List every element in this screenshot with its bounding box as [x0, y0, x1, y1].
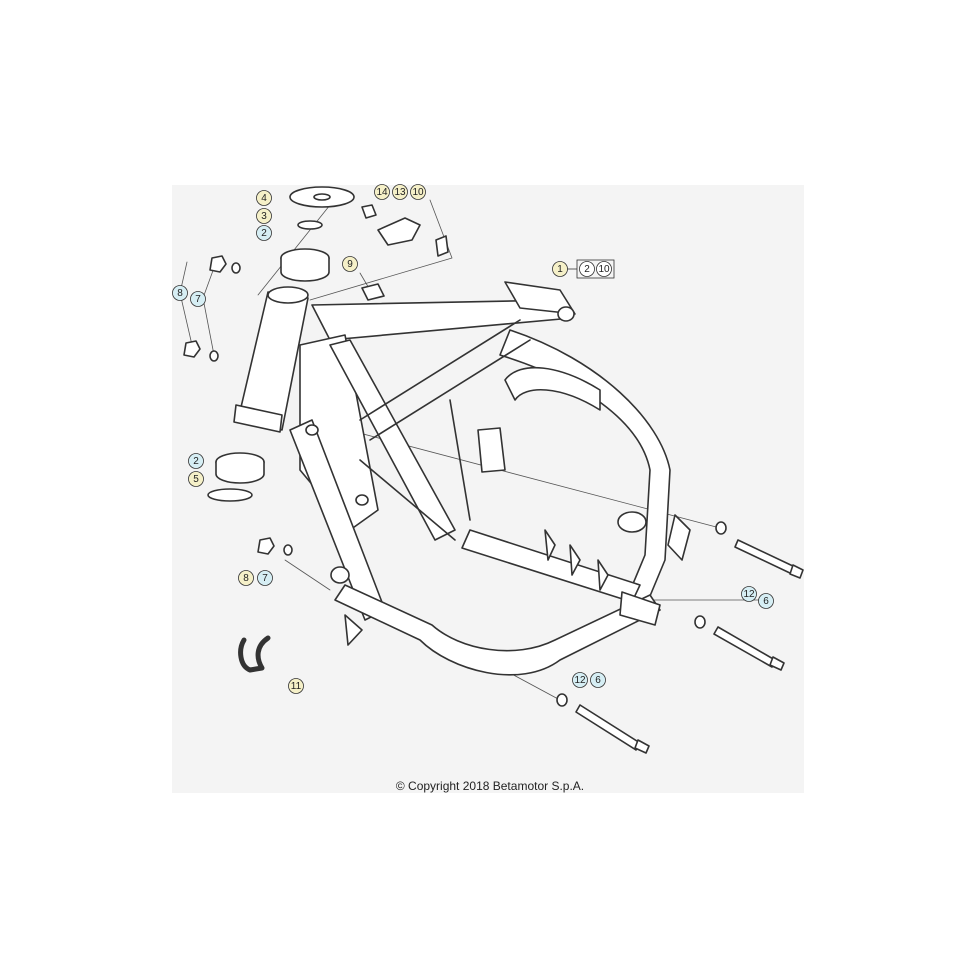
callout-circle [741, 586, 757, 602]
callout-circle [188, 471, 204, 487]
callout-label: 13 [394, 187, 406, 198]
callout-circle [579, 261, 595, 277]
ring [297, 220, 323, 230]
callout-label: 7 [195, 294, 201, 305]
callout-circle [342, 256, 358, 272]
callout-label: 6 [595, 675, 601, 686]
callout-circle [256, 190, 272, 206]
callout-circle [288, 678, 304, 694]
clip [361, 283, 385, 301]
callout-4: 4 [256, 190, 272, 206]
callout-8: 8 [172, 285, 188, 301]
callout-2: 2 [188, 453, 204, 469]
bracket [377, 217, 421, 246]
callout-12: 12 [572, 672, 588, 688]
callout-label: 12 [574, 675, 586, 686]
bolt [734, 539, 796, 575]
callout-label: 9 [347, 259, 353, 270]
callout-2: 2 [579, 261, 595, 277]
callout-circle [590, 672, 606, 688]
callout-12: 12 [741, 586, 757, 602]
callout-label: 2 [261, 228, 267, 239]
down-tube-right [329, 339, 456, 541]
callout-label: 14 [376, 187, 388, 198]
callout-label: 4 [261, 193, 267, 204]
callout-label: 8 [177, 288, 183, 299]
callout-3: 3 [256, 208, 272, 224]
callout-14: 14 [374, 184, 390, 200]
nut [209, 255, 227, 273]
frame-drawing [179, 186, 804, 754]
callout-13: 13 [392, 184, 408, 200]
callout-7: 7 [257, 570, 273, 586]
callout-circle [758, 593, 774, 609]
copyright-text: © Copyright 2018 Betamotor S.p.A. [395, 779, 585, 793]
callout-label: 12 [743, 589, 755, 600]
callout-label: 2 [584, 264, 590, 275]
nut [183, 340, 201, 358]
head-tube-top [267, 286, 309, 304]
callout-label: 1 [557, 264, 563, 275]
engine-mount [477, 427, 506, 473]
callout-1: 1 [552, 261, 568, 277]
callout-label: 5 [193, 474, 199, 485]
callout-circle [238, 570, 254, 586]
callout-7: 7 [190, 291, 206, 307]
diagram-panel [172, 185, 804, 793]
callout-label: 3 [261, 211, 267, 222]
callout-10: 10 [596, 261, 612, 277]
callout-2: 2 [256, 225, 272, 241]
callout-circle [552, 261, 568, 277]
callout-circle [190, 291, 206, 307]
callout-circle [572, 672, 588, 688]
callout-5: 5 [188, 471, 204, 487]
lower-cradle [334, 584, 661, 676]
cable-strap [238, 635, 271, 673]
callout-circle [256, 225, 272, 241]
callout-6: 6 [758, 593, 774, 609]
callout-label: 2 [193, 456, 199, 467]
seal-bottom [207, 488, 253, 502]
callout-circle [392, 184, 408, 200]
callout-circle [188, 453, 204, 469]
callout-circle [596, 261, 612, 277]
callout-label: 10 [412, 187, 424, 198]
callout-label: 10 [598, 264, 610, 275]
callout-10: 10 [410, 184, 426, 200]
leader-lines [179, 199, 761, 701]
bolt [575, 704, 641, 751]
callout-circle [374, 184, 390, 200]
bolt [713, 626, 776, 668]
callout-circle [410, 184, 426, 200]
nut [257, 537, 275, 555]
callout-6: 6 [590, 672, 606, 688]
callout-label: 11 [291, 681, 302, 692]
callout-circle [257, 570, 273, 586]
callout-label: 6 [763, 596, 769, 607]
callout-9: 9 [342, 256, 358, 272]
callout-circle [172, 285, 188, 301]
callout-11: 11 [288, 678, 304, 694]
callout-label: 7 [262, 573, 268, 584]
callout-label: 8 [243, 573, 249, 584]
callout-circle [256, 208, 272, 224]
callout-8: 8 [238, 570, 254, 586]
